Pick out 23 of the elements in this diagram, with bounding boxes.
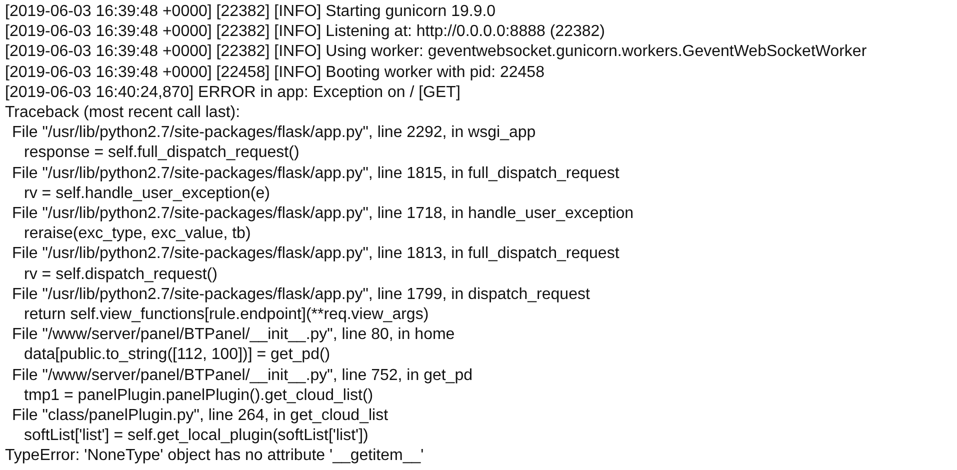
log-line: Traceback (most recent call last):	[5, 103, 240, 123]
log-line: softList['list'] = self.get_local_plugin(softList['list'])	[24, 426, 368, 446]
log-line: File "/www/server/panel/BTPanel/__init__.py", line 752, in get_pd	[12, 366, 472, 386]
log-line: [2019-06-03 16:39:48 +0000] [22382] [INFO] Listening at: http://0.0.0.0:8888 (22382)	[5, 22, 605, 42]
log-line: [2019-06-03 16:39:48 +0000] [22458] [INFO] Booting worker with pid: 22458	[5, 62, 544, 83]
log-line: File "/usr/lib/python2.7/site-packages/flask/app.py", line 1718, in handle_user_exception	[12, 204, 634, 224]
log-line: TypeError: 'NoneType' object has no attribute '__getitem__'	[5, 446, 424, 466]
log-line: rv = self.dispatch_request()	[24, 264, 218, 285]
log-line: return self.view_functions[rule.endpoint](**req.view_args)	[24, 305, 429, 325]
log-line: File "/usr/lib/python2.7/site-packages/flask/app.py", line 1815, in full_dispatch_request	[12, 164, 620, 184]
log-line: File "/usr/lib/python2.7/site-packages/flask/app.py", line 1799, in dispatch_request	[12, 284, 590, 305]
log-line: File "class/panelPlugin.py", line 264, in get_cloud_list	[12, 406, 388, 426]
log-line: [2019-06-03 16:40:24,870] ERROR in app: Exception on / [GET]	[5, 82, 460, 103]
log-line: data[public.to_string([112, 100])] = get_pd()	[24, 345, 330, 366]
log-line: File "/www/server/panel/BTPanel/__init__.py", line 80, in home	[12, 325, 455, 346]
log-line: reraise(exc_type, exc_value, tb)	[24, 224, 251, 244]
log-line: [2019-06-03 16:39:48 +0000] [22382] [INFO] Starting gunicorn 19.9.0	[5, 2, 496, 22]
log-line: tmp1 = panelPlugin.panelPlugin().get_cloud_list()	[24, 386, 374, 406]
log-line: File "/usr/lib/python2.7/site-packages/flask/app.py", line 1813, in full_dispatch_request	[12, 244, 620, 264]
log-line: response = self.full_dispatch_request()	[24, 143, 300, 164]
log-line: [2019-06-03 16:39:48 +0000] [22382] [INFO] Using worker: geventwebsocket.gunicorn.workers.GeventWebSocketWorker	[5, 42, 867, 62]
log-line: rv = self.handle_user_exception(e)	[24, 184, 270, 204]
log-line: File "/usr/lib/python2.7/site-packages/flask/app.py", line 2292, in wsgi_app	[12, 123, 536, 144]
